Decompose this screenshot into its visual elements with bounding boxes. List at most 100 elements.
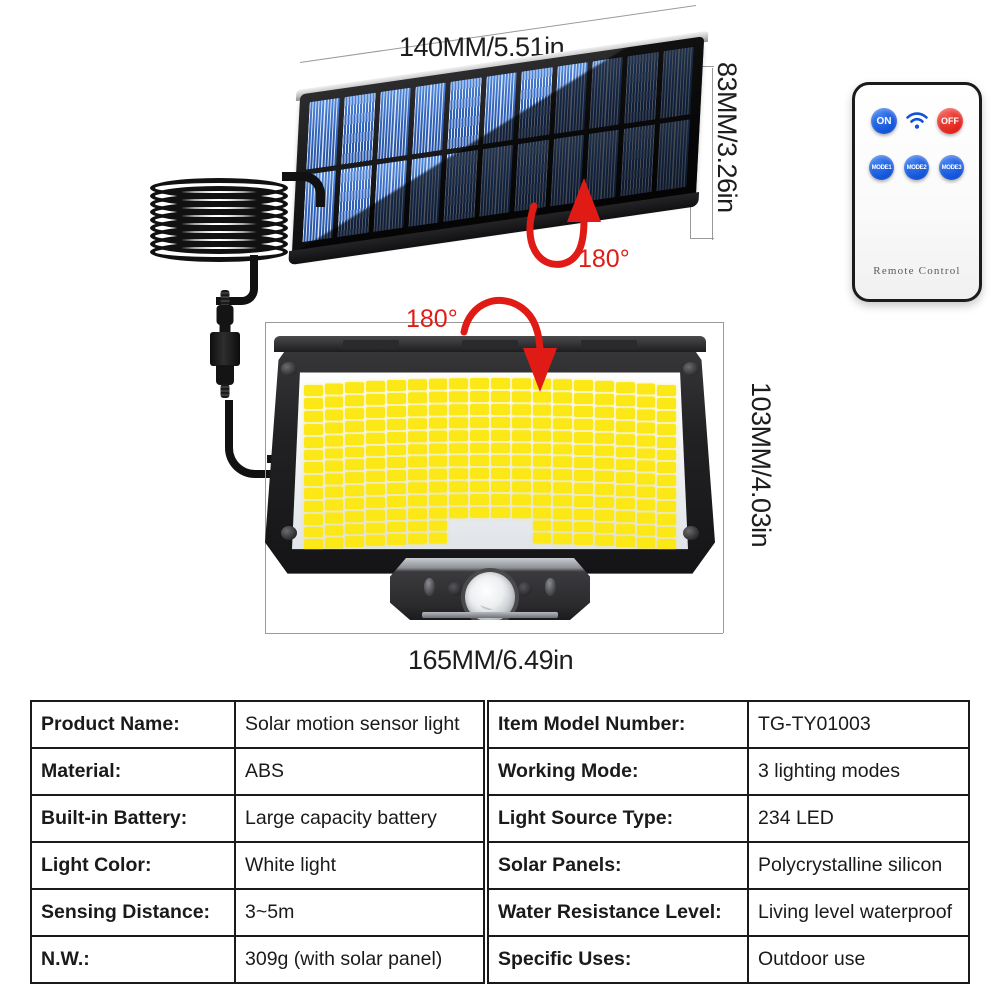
led-diode xyxy=(366,381,386,393)
spec-row: Material:ABS xyxy=(30,747,485,796)
led-diode xyxy=(366,432,386,444)
led-diode xyxy=(449,417,469,428)
lamp-height-dimension: 103MM/4.03in xyxy=(746,382,776,548)
led-diode xyxy=(366,496,386,508)
led-diode xyxy=(366,458,386,470)
led-diode xyxy=(657,385,677,397)
led-grid xyxy=(303,378,677,550)
led-diode xyxy=(615,510,635,522)
led-diode xyxy=(428,378,448,390)
remote-mode2-button[interactable]: MODE2 xyxy=(904,155,929,180)
led-diode xyxy=(366,445,386,457)
led-diode xyxy=(636,460,656,472)
led-diode xyxy=(615,395,635,407)
led-diode xyxy=(511,468,531,480)
spec-value: 309g (with solar panel) xyxy=(234,935,485,984)
lamp-screw-bottom-left xyxy=(281,526,297,540)
led-diode xyxy=(553,417,573,429)
led-diode xyxy=(594,445,614,457)
solar-cell xyxy=(624,51,659,124)
led-diode xyxy=(449,378,469,390)
led-diode xyxy=(449,494,469,505)
spec-key: Water Resistance Level: xyxy=(487,888,749,937)
led-diode xyxy=(345,433,365,445)
led-diode xyxy=(574,405,593,417)
led-diode xyxy=(407,456,427,468)
led-diode xyxy=(615,536,635,548)
led-diode xyxy=(594,535,614,547)
led-diode xyxy=(615,498,635,509)
led-diode xyxy=(594,394,614,405)
pir-sensor-module xyxy=(390,558,590,620)
led-diode xyxy=(449,506,469,518)
lamp-dim-guide-left xyxy=(265,322,266,633)
lamp-width-dimension: 165MM/6.49in xyxy=(408,645,574,675)
led-diode xyxy=(387,418,406,430)
remote-on-button[interactable]: ON xyxy=(871,108,897,134)
led-diode xyxy=(657,526,677,538)
led-diode xyxy=(387,534,406,546)
remote-off-button[interactable]: OFF xyxy=(937,108,963,134)
led-diode xyxy=(636,422,656,434)
lamp-rotation-label: 180° xyxy=(406,305,458,333)
led-diode xyxy=(511,481,531,493)
led-diode xyxy=(490,506,510,518)
solar-cell xyxy=(518,67,553,140)
solar-cell xyxy=(376,87,411,160)
led-diode xyxy=(324,383,344,395)
spec-value: 234 LED xyxy=(747,794,970,843)
led-diode xyxy=(511,378,531,390)
led-diode xyxy=(615,408,635,419)
led-diode xyxy=(490,378,510,390)
led-diode xyxy=(407,533,427,545)
led-diode xyxy=(532,481,552,493)
lamp-screw-bottom-right xyxy=(683,526,699,540)
led-diode xyxy=(428,391,448,403)
led-diode xyxy=(657,539,677,550)
remote-mode1-button[interactable]: MODE1 xyxy=(869,155,894,180)
led-diode xyxy=(615,523,635,535)
spec-row: Sensing Distance:3~5m xyxy=(30,888,485,937)
led-diode xyxy=(532,404,552,416)
led-diode xyxy=(615,420,635,432)
cable-coil xyxy=(150,178,288,262)
led-diode xyxy=(428,404,448,416)
led-diode xyxy=(345,395,365,407)
led-diode xyxy=(387,470,406,482)
led-diode xyxy=(636,537,656,549)
led-diode xyxy=(532,443,552,454)
led-diode xyxy=(636,486,656,498)
spec-key: Item Model Number: xyxy=(487,700,749,749)
solar-cell xyxy=(412,82,447,155)
led-diode xyxy=(470,506,489,518)
led-diode xyxy=(303,398,323,409)
cable-to-lamp xyxy=(225,400,283,478)
led-diode xyxy=(366,535,386,547)
led-diode xyxy=(553,430,573,442)
led-diode xyxy=(324,499,344,511)
remote-mode3-button[interactable]: MODE3 xyxy=(939,155,964,180)
led-diode xyxy=(428,443,448,454)
spec-row: Light Source Type:234 LED xyxy=(487,794,970,843)
led-diode xyxy=(387,444,406,456)
led-diode xyxy=(594,496,614,508)
led-diode xyxy=(470,442,489,454)
panel-rotation-arrow-icon xyxy=(526,178,601,268)
led-diode xyxy=(428,468,448,480)
led-diode xyxy=(511,429,531,441)
led-diode xyxy=(366,406,386,418)
led-diode xyxy=(657,398,677,409)
led-diode xyxy=(387,380,406,392)
led-diode xyxy=(657,436,677,448)
led-diode xyxy=(532,455,552,467)
lamp-dim-guide-right xyxy=(723,322,724,633)
led-diode xyxy=(553,392,573,404)
led-diode xyxy=(470,455,489,467)
spec-key: Sensing Distance: xyxy=(30,888,236,937)
solar-cell xyxy=(443,149,478,222)
lamp-mount-tab-center xyxy=(462,340,518,349)
led-diode xyxy=(428,481,448,493)
led-diode xyxy=(387,521,406,533)
